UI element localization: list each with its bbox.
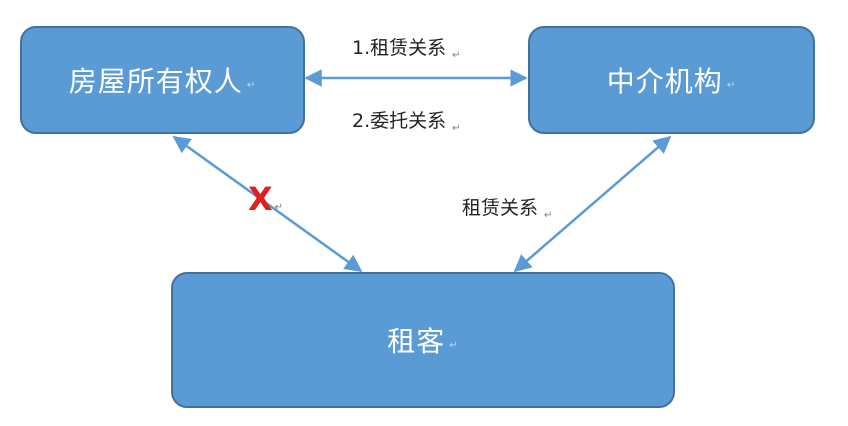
node-agency-label: 中介机构 [606, 65, 723, 98]
return-mark-icon: ↵ [452, 50, 461, 61]
return-mark-icon: ↵ [274, 202, 284, 213]
edge-label-lease-tenant-text: 租赁关系 [462, 197, 539, 219]
no-relation-x-marker: X↵ [248, 180, 283, 218]
arrow-owner-tenant [172, 135, 363, 273]
return-mark-icon: ↵ [246, 79, 257, 91]
return-mark-icon: ↵ [452, 123, 461, 134]
node-tenant-label: 租客 [387, 325, 446, 358]
edge-label-lease-1-text: 1.租赁关系 [352, 37, 447, 59]
node-property-owner-label: 房屋所有权人 [68, 65, 243, 98]
return-mark-icon: ↵ [544, 210, 553, 221]
edge-label-lease-tenant: 租赁关系 ↵ [462, 193, 552, 221]
edge-label-entrust-text: 2.委托关系 [352, 110, 447, 132]
arrow-agency-tenant [513, 135, 672, 273]
x-marker-text: X [248, 180, 273, 218]
return-mark-icon: ↵ [726, 79, 737, 91]
edge-label-lease-1: 1.租赁关系 ↵ [352, 33, 461, 61]
return-mark-icon: ↵ [449, 339, 459, 351]
edge-label-entrust: 2.委托关系 ↵ [352, 106, 461, 134]
node-property-owner: 房屋所有权人 ↵ [20, 26, 305, 134]
node-agency: 中介机构 ↵ [528, 26, 815, 134]
node-tenant: 租客 ↵ [171, 272, 675, 408]
